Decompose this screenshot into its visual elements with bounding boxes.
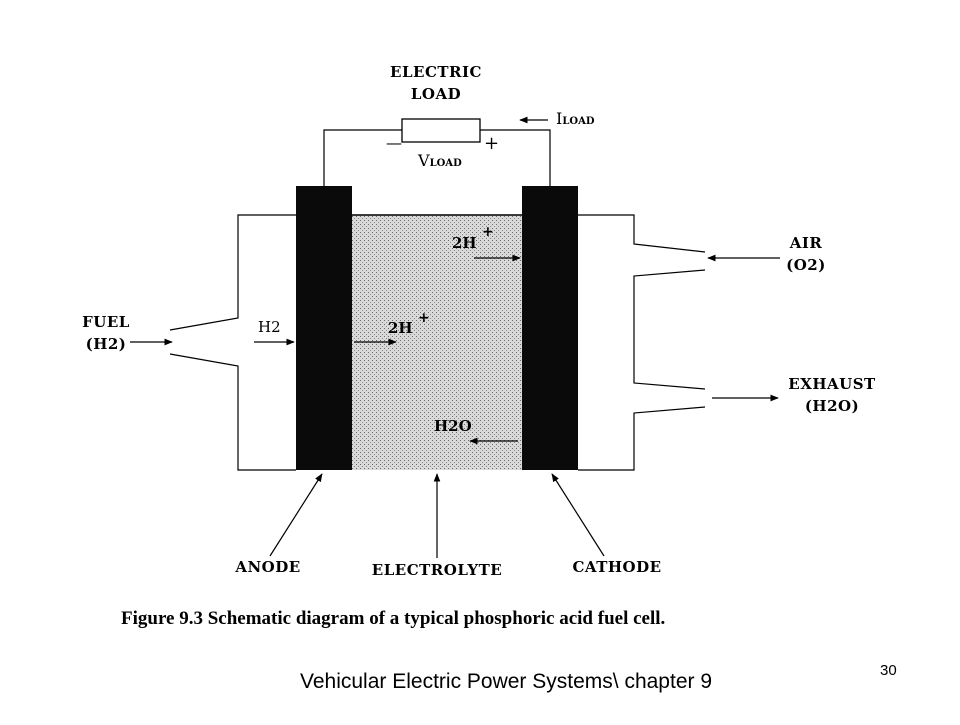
- v-load-main: V: [417, 151, 430, 170]
- proton-upper-charge: +: [482, 224, 494, 240]
- minus-sign: —: [386, 133, 402, 152]
- water-label: H2O: [434, 417, 472, 435]
- cathode-chamber: [578, 214, 706, 471]
- page-number: 30: [880, 662, 897, 679]
- cathode-electrode: [522, 186, 578, 470]
- electric-load-resistor: [401, 118, 481, 143]
- h2-inlet-label: H2: [258, 318, 281, 336]
- load-label-line2: LOAD: [411, 85, 461, 103]
- figure-caption: Figure 9.3 Schematic diagram of a typica…: [121, 608, 665, 629]
- cathode-pointer: [551, 473, 605, 557]
- i-load-label: ILOAD: [556, 109, 595, 128]
- proton-upper-label: 2H: [452, 234, 477, 252]
- fuel-label-line2: (H2): [86, 335, 127, 353]
- anode-label: ANODE: [234, 558, 300, 576]
- fuel-label-line1: FUEL: [82, 313, 130, 331]
- proton-lower-charge: +: [418, 310, 430, 326]
- external-circuit: [323, 129, 551, 186]
- air-label-line2: (O2): [786, 256, 826, 274]
- exhaust-label-line1: EXHAUST: [788, 375, 876, 393]
- i-load-main: I: [556, 109, 562, 128]
- v-load-label: VLOAD: [417, 151, 462, 170]
- v-load-sub: LOAD: [430, 158, 463, 169]
- anode-pointer: [269, 473, 323, 557]
- plus-sign: +: [484, 133, 499, 154]
- air-label-line1: AIR: [789, 234, 823, 252]
- electrolyte-label: ELECTROLYTE: [372, 561, 502, 579]
- i-load-sub: LOAD: [562, 116, 595, 127]
- anode-chamber: [169, 214, 296, 471]
- footer-text: Vehicular Electric Power Systems\ chapte…: [300, 670, 713, 693]
- anode-electrode: [296, 186, 352, 470]
- proton-lower-label: 2H: [388, 319, 413, 337]
- exhaust-label-line2: (H2O): [805, 397, 859, 415]
- load-label-line1: ELECTRIC: [390, 63, 482, 81]
- cathode-label: CATHODE: [572, 558, 661, 576]
